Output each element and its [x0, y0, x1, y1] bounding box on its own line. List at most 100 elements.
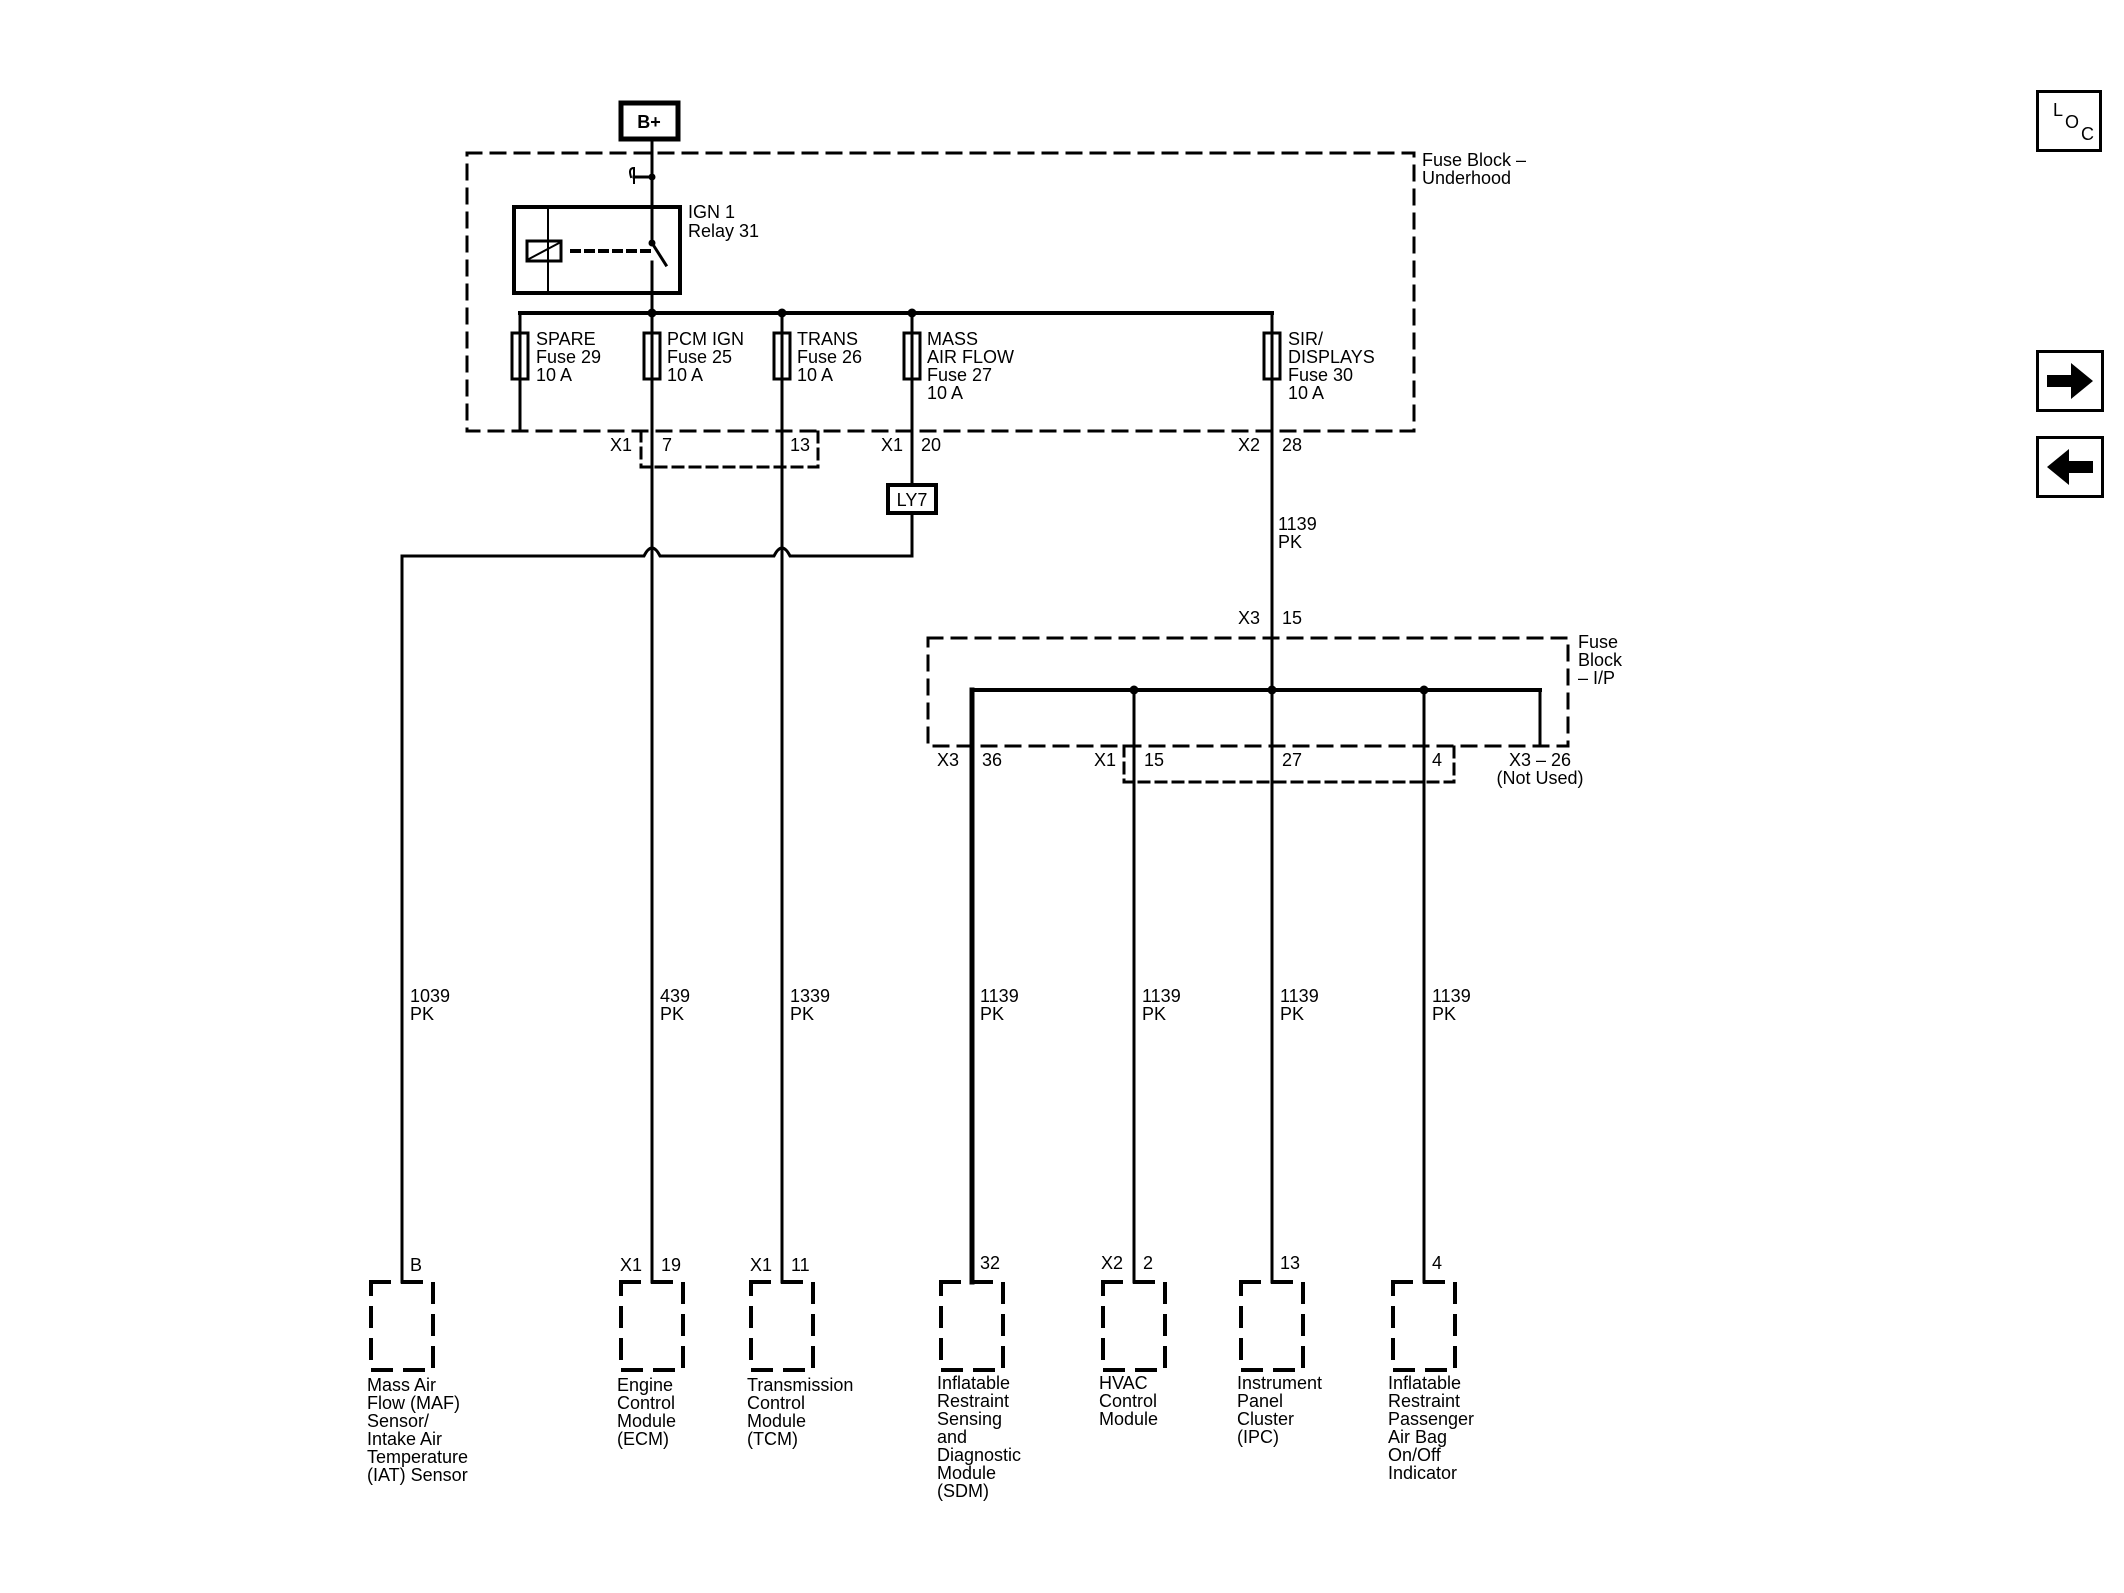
- fuse-block-ip-label-2: Block: [1578, 650, 1623, 670]
- ip-pin-15-label: 15: [1144, 750, 1164, 770]
- relay-label-2: Relay 31: [688, 221, 759, 241]
- fuse29-label-2: Fuse 29: [536, 347, 601, 367]
- ecm-pin: 19: [661, 1255, 681, 1275]
- fuse25-symbol: [642, 331, 662, 381]
- ecm-box: [619, 1280, 685, 1372]
- battery-label: B+: [637, 112, 661, 132]
- ipc-name-4: (IPC): [1237, 1427, 1279, 1447]
- maf-name-3: Sensor/: [367, 1411, 429, 1431]
- wire-hvac-circuit: 1139: [1142, 986, 1181, 1006]
- indicator-name-2: Restraint: [1388, 1391, 1460, 1411]
- tcm-name-4: (TCM): [747, 1429, 798, 1449]
- ip-feed-connector: X3: [1238, 608, 1260, 628]
- fuse29-label-3: 10 A: [536, 365, 572, 385]
- indicator-name-3: Passenger: [1388, 1409, 1474, 1429]
- sdm-name-3: Sensing: [937, 1409, 1002, 1429]
- relay-switch-arm: [649, 240, 669, 268]
- pin-13-label: 13: [790, 435, 810, 455]
- next-page-button[interactable]: [2036, 350, 2104, 412]
- fuse26-label-2: Fuse 26: [797, 347, 862, 367]
- ipc-pin: 13: [1280, 1253, 1300, 1273]
- wire-sdm-circuit: 1139: [980, 986, 1019, 1006]
- fuse30-label-4: 10 A: [1288, 383, 1324, 403]
- maf-sensor-box: [369, 1280, 435, 1372]
- fuse30-label-2: DISPLAYS: [1288, 347, 1375, 367]
- ecm-name-3: Module: [617, 1411, 676, 1431]
- sdm-pin: 32: [980, 1253, 1000, 1273]
- pin-7-label: 7: [662, 435, 672, 455]
- wire-sdm-color: PK: [980, 1004, 1004, 1024]
- fuse-block-underhood-outline: [465, 151, 1416, 433]
- ip-not-used-note: (Not Used): [1496, 768, 1583, 788]
- previous-page-button[interactable]: [2036, 436, 2104, 498]
- ipc-name-3: Cluster: [1237, 1409, 1294, 1429]
- hvac-connector: X2: [1101, 1253, 1123, 1273]
- tcm-box: [749, 1280, 815, 1372]
- diagram-labels: B+ Fuse Block – Underhood IGN 1 Relay 31…: [367, 112, 1623, 1501]
- sdm-name-1: Inflatable: [937, 1373, 1010, 1393]
- wire-ecm-color: PK: [660, 1004, 684, 1024]
- fuse26-label-1: TRANS: [797, 329, 858, 349]
- connector-x1-label-a: X1: [610, 435, 632, 455]
- hvac-pin: 2: [1143, 1253, 1153, 1273]
- maf-name-4: Intake Air: [367, 1429, 442, 1449]
- wire-ecm-circuit: 439: [660, 986, 690, 1006]
- fuse27-label-1: MASS: [927, 329, 978, 349]
- fuse25-label-2: Fuse 25: [667, 347, 732, 367]
- sdm-name-5: Diagnostic: [937, 1445, 1021, 1465]
- ecm-name-4: (ECM): [617, 1429, 669, 1449]
- relay-coil-slash: [525, 240, 563, 262]
- maf-feed-wire: [400, 511, 914, 1284]
- wire-ipc-circuit: 1139: [1280, 986, 1319, 1006]
- ecm-name-1: Engine: [617, 1375, 673, 1395]
- maf-pin: B: [410, 1255, 422, 1275]
- sdm-name-7: (SDM): [937, 1481, 989, 1501]
- feed-wire-color: PK: [1278, 532, 1302, 552]
- tcm-name-3: Module: [747, 1411, 806, 1431]
- ip-connector-x3-label: X3: [937, 750, 959, 770]
- ip-x1-connector-bracket: [1122, 744, 1456, 784]
- fuse27-label-4: 10 A: [927, 383, 963, 403]
- indicator-name-1: Inflatable: [1388, 1373, 1461, 1393]
- fuse29-label-1: SPARE: [536, 329, 596, 349]
- fuse30-label-3: Fuse 30: [1288, 365, 1353, 385]
- tcm-name-2: Control: [747, 1393, 805, 1413]
- fuse-block-underhood-label-1: Fuse Block –: [1422, 150, 1526, 170]
- wire-tcm-circuit: 1339: [790, 986, 830, 1006]
- fuse26-symbol: [772, 331, 792, 381]
- fuse25-label-3: 10 A: [667, 365, 703, 385]
- wire-tcm-color: PK: [790, 1004, 814, 1024]
- ipc-name-1: Instrument: [1237, 1373, 1322, 1393]
- indicator-box: [1391, 1280, 1457, 1372]
- ecm-connector: X1: [620, 1255, 642, 1275]
- fuse30-label-1: SIR/: [1288, 329, 1323, 349]
- tcm-pin: 11: [791, 1255, 810, 1275]
- maf-name-6: (IAT) Sensor: [367, 1465, 468, 1485]
- ip-connector-x1-label: X1: [1094, 750, 1116, 770]
- connector-x1-label-b: X1: [881, 435, 903, 455]
- ipc-box: [1239, 1280, 1305, 1372]
- arrow-right-icon: [2047, 363, 2093, 399]
- ip-pin-27-label: 27: [1282, 750, 1302, 770]
- fuse-block-underhood-label-2: Underhood: [1422, 168, 1511, 188]
- fuse27-label-2: AIR FLOW: [927, 347, 1014, 367]
- pin-20-label: 20: [921, 435, 941, 455]
- wire-crossover: [629, 166, 635, 184]
- component-locator-button[interactable]: L O C: [2036, 90, 2102, 152]
- ip-feed-pin: 15: [1282, 608, 1302, 628]
- indicator-name-6: Indicator: [1388, 1463, 1457, 1483]
- sdm-name-4: and: [937, 1427, 967, 1447]
- ip-not-used-pin-label: X3 – 26: [1509, 750, 1571, 770]
- hvac-name-3: Module: [1099, 1409, 1158, 1429]
- fuse30-symbol: [1262, 331, 1282, 381]
- battery-box: [618, 100, 681, 142]
- x1-connector-bracket: [639, 429, 820, 469]
- arrow-left-icon: [2047, 449, 2093, 485]
- connector-x2-label: X2: [1238, 435, 1260, 455]
- splice-ly7-label: LY7: [897, 490, 928, 510]
- maf-name-1: Mass Air: [367, 1375, 436, 1395]
- fuse-block-ip-label-1: Fuse: [1578, 632, 1618, 652]
- hvac-name-1: HVAC: [1099, 1373, 1148, 1393]
- relay-coil-icon: [525, 239, 563, 263]
